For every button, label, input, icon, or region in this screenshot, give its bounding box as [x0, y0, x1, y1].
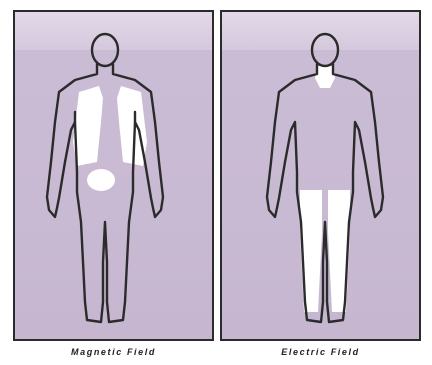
pelvis-exposure	[87, 169, 115, 191]
electric-field-caption: Electric Field	[220, 347, 421, 357]
magnetic-field-panel	[13, 10, 214, 341]
electric-body-figure	[222, 12, 419, 339]
magnetic-body-figure	[15, 12, 212, 339]
electric-field-panel	[220, 10, 421, 341]
chest-left-exposure	[73, 86, 103, 166]
magnetic-field-caption: Magnetic Field	[13, 347, 214, 357]
